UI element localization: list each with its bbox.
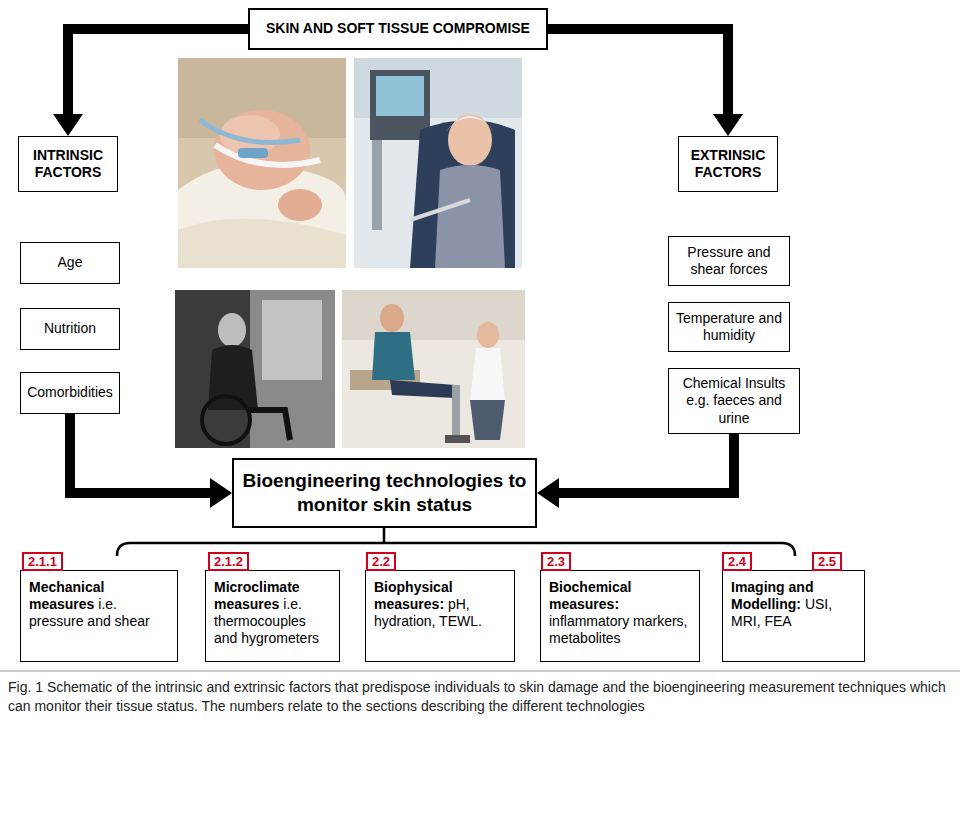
box-detail: inflammatory markers, metabolites	[549, 613, 687, 646]
text-holder: Age	[27, 254, 113, 271]
arrow-line	[70, 414, 211, 493]
figure-caption: Fig. 1 Schematic of the intrinsic and ex…	[8, 678, 948, 716]
text-holder: Biochemical measures: inflammatory marke…	[549, 579, 691, 647]
box-text: Chemical Insults e.g. faeces and urine	[683, 375, 786, 425]
callout-number: 2.2	[366, 552, 396, 571]
text-holder: INTRINSIC FACTORS	[25, 147, 111, 181]
text-holder: Temperature and humidity	[675, 310, 783, 344]
hospital-photo	[354, 58, 522, 268]
flow-arrow	[53, 29, 248, 136]
prosthesis-photo	[342, 290, 525, 448]
box-text: SKIN AND SOFT TISSUE COMPROMISE	[266, 20, 530, 36]
box-text: Pressure and shear forces	[687, 244, 770, 277]
arrow-line	[68, 29, 248, 115]
box-text: Mechanical measures	[29, 579, 104, 612]
wheelchair-photo	[175, 290, 335, 448]
text-holder: Pressure and shear forces	[675, 244, 783, 278]
box-text: Comorbidities	[27, 384, 113, 400]
measure-box: Biophysical measures: pH, hydration, TEW…	[365, 570, 515, 662]
factor-box: Age	[20, 242, 120, 284]
text-holder: SKIN AND SOFT TISSUE COMPROMISE	[256, 20, 540, 37]
text-holder: EXTRINSIC FACTORS	[685, 147, 771, 181]
factor-box: Nutrition	[20, 308, 120, 350]
factor-box: Pressure and shear forces	[668, 236, 790, 286]
callout-number: 2.3	[541, 552, 571, 571]
arrow-line	[558, 434, 734, 493]
flow-arrow	[70, 414, 232, 508]
flow-arrow	[537, 434, 734, 508]
technology-box: Bioengineering technologies to monitor s…	[232, 458, 537, 528]
title-box: SKIN AND SOFT TISSUE COMPROMISE	[248, 8, 548, 50]
arrow-head	[713, 114, 743, 136]
flow-arrow	[548, 29, 743, 136]
callout-number: 2.1.2	[208, 552, 249, 571]
arrow-head	[537, 478, 559, 508]
box-text: Bioengineering technologies to monitor s…	[243, 470, 527, 515]
box-text: Temperature and humidity	[676, 310, 782, 343]
text-holder: Biophysical measures: pH, hydration, TEW…	[374, 579, 506, 630]
arrow-head	[210, 478, 232, 508]
callout-number: 2.4	[722, 552, 752, 571]
box-text: INTRINSIC FACTORS	[33, 147, 103, 180]
text-holder: Mechanical measures i.e. pressure and sh…	[29, 579, 169, 630]
box-text: Age	[58, 254, 83, 270]
measure-box: Microclimate measures i.e. thermocouples…	[205, 570, 340, 662]
arrow-line	[548, 29, 728, 115]
neonate-photo	[178, 58, 346, 268]
factor-heading: EXTRINSIC FACTORS	[678, 136, 778, 192]
factor-box: Comorbidities	[20, 372, 120, 414]
text-holder: Nutrition	[27, 320, 113, 337]
box-text: Biophysical measures:	[374, 579, 453, 612]
factor-box: Chemical Insults e.g. faeces and urine	[668, 368, 800, 434]
measure-box: Biochemical measures: inflammatory marke…	[540, 570, 700, 662]
box-text: Nutrition	[44, 320, 96, 336]
box-text: Biochemical measures:	[549, 579, 631, 612]
text-holder: Comorbidities	[27, 384, 113, 401]
box-text: Imaging and Modelling:	[731, 579, 813, 612]
text-holder: Chemical Insults e.g. faeces and urine	[675, 375, 793, 426]
text-holder: Imaging and Modelling: USI, MRI, FEA	[731, 579, 856, 630]
measure-box: Imaging and Modelling: USI, MRI, FEA	[722, 570, 865, 662]
text-holder: Microclimate measures i.e. thermocouples…	[214, 579, 331, 647]
measure-box: Mechanical measures i.e. pressure and sh…	[20, 570, 178, 662]
callout-number: 2.1.1	[22, 552, 63, 571]
callout-number: 2.5	[812, 552, 842, 571]
text-holder: Bioengineering technologies to monitor s…	[240, 469, 529, 517]
factor-heading: INTRINSIC FACTORS	[18, 136, 118, 192]
factor-box: Temperature and humidity	[668, 302, 790, 352]
arrow-head	[53, 114, 83, 136]
caption-rule	[0, 671, 960, 672]
box-text: EXTRINSIC FACTORS	[691, 147, 766, 180]
